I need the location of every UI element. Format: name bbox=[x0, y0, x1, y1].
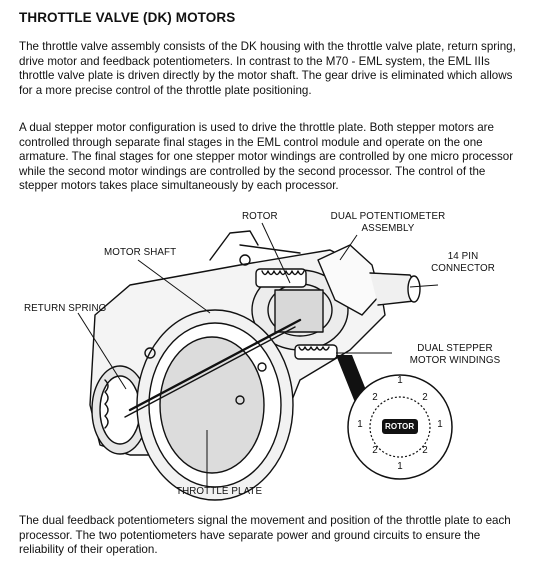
label-connector-line2: CONNECTOR bbox=[431, 263, 495, 274]
winding-number: 1 bbox=[357, 419, 363, 430]
label-throttle-plate: THROTTLE PLATE bbox=[176, 486, 263, 497]
label-dual-stepper: DUAL STEPPER MOTOR WINDINGS bbox=[395, 343, 515, 367]
winding-number: 2 bbox=[372, 445, 378, 456]
label-connector: 14 PIN CONNECTOR bbox=[428, 251, 498, 275]
winding-number: 2 bbox=[422, 445, 428, 456]
label-dual-stepper-line1: DUAL STEPPER bbox=[417, 343, 493, 354]
paragraph-potentiometers: The dual feedback potentiometers signal … bbox=[19, 514, 511, 557]
label-dual-stepper-line2: MOTOR WINDINGS bbox=[409, 355, 501, 366]
inset-rotor-label: ROTOR bbox=[385, 422, 415, 431]
label-dual-potentiometer-line1: DUAL POTENTIOMETER bbox=[330, 211, 446, 222]
throttle-valve-diagram: ROTOR 1 2 2 1 1 2 2 1 ROTOR DUAL POTENTI… bbox=[0, 205, 537, 510]
label-rotor: ROTOR bbox=[242, 211, 278, 222]
label-motor-shaft: MOTOR SHAFT bbox=[104, 247, 177, 258]
label-dual-potentiometer: DUAL POTENTIOMETER ASSEMBLY bbox=[318, 211, 458, 235]
winding-number: 1 bbox=[437, 419, 443, 430]
label-return-spring: RETURN SPRING bbox=[24, 303, 107, 314]
paragraph-intro: The throttle valve assembly consists of … bbox=[19, 40, 516, 97]
winding-number: 2 bbox=[372, 392, 378, 403]
label-dual-potentiometer-line2: ASSEMBLY bbox=[361, 223, 415, 234]
winding-number: 1 bbox=[397, 375, 403, 386]
page-title: THROTTLE VALVE (DK) MOTORS bbox=[19, 10, 236, 25]
throttle-body-illustration bbox=[77, 222, 453, 501]
winding-inset bbox=[347, 374, 453, 480]
paragraph-stepper-motor: A dual stepper motor configuration is us… bbox=[19, 121, 514, 193]
winding-number: 1 bbox=[397, 461, 403, 472]
winding-number: 2 bbox=[422, 392, 428, 403]
label-connector-line1: 14 PIN bbox=[447, 251, 479, 262]
